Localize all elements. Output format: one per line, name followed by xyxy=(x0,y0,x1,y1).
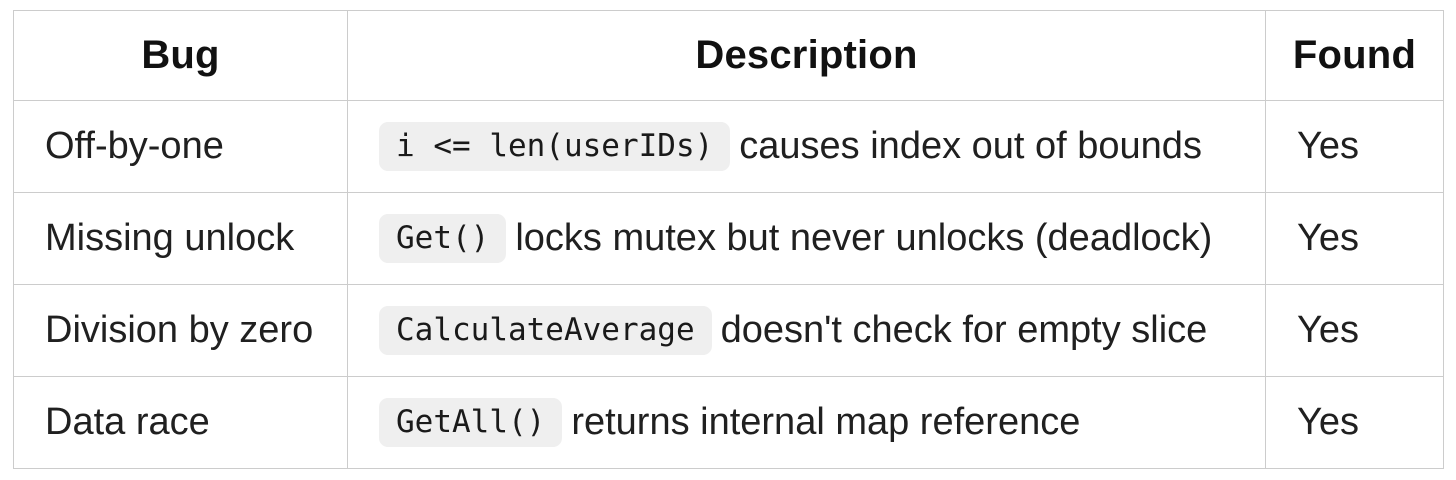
inline-code: Get() xyxy=(379,214,507,263)
bug-name-cell: Data race xyxy=(13,376,348,469)
description-text: locks mutex but never unlocks (deadlock) xyxy=(515,217,1213,259)
found-cell: Yes xyxy=(1265,284,1444,377)
table-row: Missing unlock Get()locks mutex but neve… xyxy=(13,192,1444,285)
found-cell: Yes xyxy=(1265,192,1444,285)
inline-code: CalculateAverage xyxy=(379,306,712,355)
found-cell: Yes xyxy=(1265,376,1444,469)
bug-name-cell: Division by zero xyxy=(13,284,348,377)
description-text: doesn't check for empty slice xyxy=(720,309,1208,351)
description-cell: GetAll()returns internal map reference xyxy=(347,376,1266,469)
table-header-row: Bug Description Found xyxy=(13,10,1444,101)
description-cell: Get()locks mutex but never unlocks (dead… xyxy=(347,192,1266,285)
bug-name-cell: Off-by-one xyxy=(13,100,348,193)
found-cell: Yes xyxy=(1265,100,1444,193)
column-header-bug: Bug xyxy=(13,10,348,101)
inline-code: i <= len(userIDs) xyxy=(379,122,731,171)
bug-name-cell: Missing unlock xyxy=(13,192,348,285)
description-cell: i <= len(userIDs)causes index out of bou… xyxy=(347,100,1266,193)
column-header-found: Found xyxy=(1265,10,1444,101)
column-header-description: Description xyxy=(347,10,1266,101)
description-text: causes index out of bounds xyxy=(739,125,1202,167)
bug-report-table: Bug Description Found Off-by-one i <= le… xyxy=(13,10,1444,469)
table-row: Data race GetAll()returns internal map r… xyxy=(13,376,1444,469)
inline-code: GetAll() xyxy=(379,398,563,447)
table-row: Off-by-one i <= len(userIDs)causes index… xyxy=(13,100,1444,193)
description-text: returns internal map reference xyxy=(571,401,1081,443)
